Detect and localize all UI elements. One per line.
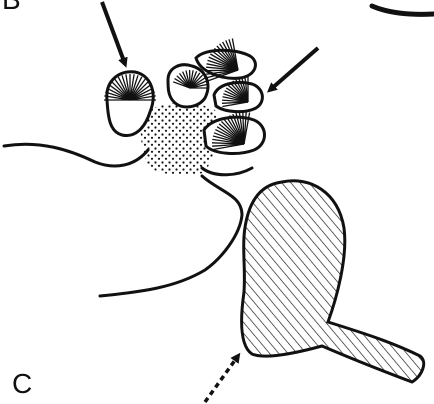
tissue-upper-line bbox=[4, 144, 148, 166]
arrow-left-down bbox=[102, 2, 125, 64]
cluster-mid-right bbox=[214, 76, 262, 112]
tissue-lower-line bbox=[100, 176, 242, 296]
arrow-dashed bbox=[205, 356, 238, 402]
tissue-right-line bbox=[202, 168, 252, 175]
arrow-right-down bbox=[270, 48, 318, 90]
panel-label-b: B bbox=[2, 0, 21, 14]
hatched-structure bbox=[242, 181, 424, 382]
partial-shape-top-right bbox=[372, 6, 434, 14]
panel-label-c: C bbox=[12, 370, 32, 398]
cluster-center-left bbox=[168, 65, 208, 107]
